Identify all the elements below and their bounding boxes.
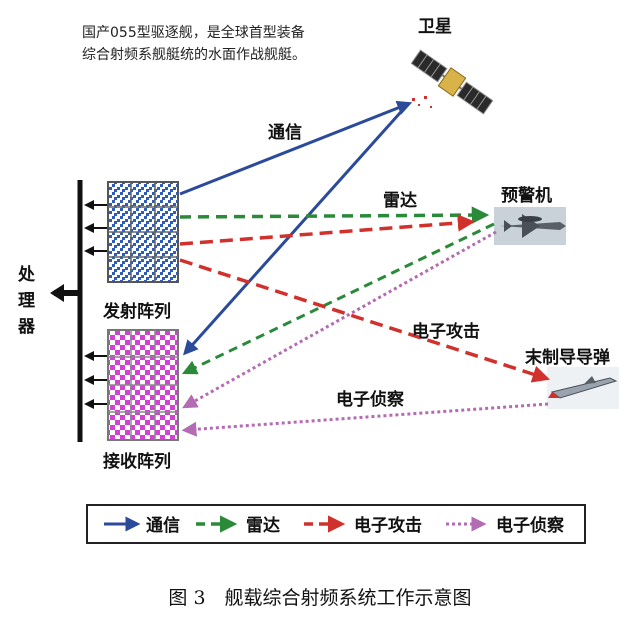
satellite-icon xyxy=(410,49,494,115)
esm-links xyxy=(181,230,549,437)
aew-aircraft-label: 预警机 xyxy=(501,186,552,206)
tx-array xyxy=(107,181,179,283)
note-text: 国产055型驱逐舰，是全球首型装备 综合射频系舰艇统的水面作战舰艇。 xyxy=(82,22,306,66)
legend-label-ecm: 电子攻击 xyxy=(354,516,422,536)
ecm-links xyxy=(179,214,550,383)
figure-caption: 图 3 舰载综合射频系统工作示意图 xyxy=(168,587,472,609)
note-line-1: 国产055型驱逐舰，是全球首型装备 xyxy=(82,25,305,41)
processor-bus xyxy=(50,180,83,442)
ecm-attack-label: 电子攻击 xyxy=(412,322,480,342)
tx-array-label: 发射阵列 xyxy=(103,302,171,322)
legend-label-esm: 电子侦察 xyxy=(496,516,564,536)
processor-label: 处 理 器 xyxy=(18,265,35,337)
legend xyxy=(86,504,586,544)
satellite-signal-dots xyxy=(412,96,432,108)
esm-recon-label: 电子侦察 xyxy=(336,390,404,410)
missile-label: 末制导导弹 xyxy=(525,348,610,368)
rx-array xyxy=(107,329,179,441)
rx-bus-arrows xyxy=(84,351,108,409)
comm-links xyxy=(179,100,413,356)
tx-bus-arrows xyxy=(84,200,108,256)
legend-label-radar: 雷达 xyxy=(246,516,280,536)
radar-links xyxy=(179,206,495,375)
legend-label-comm: 通信 xyxy=(146,516,180,536)
missile-icon xyxy=(547,367,619,409)
satellite-label: 卫星 xyxy=(418,17,452,37)
rx-array-label: 接收阵列 xyxy=(103,452,171,472)
note-line-2: 综合射频系舰艇统的水面作战舰艇。 xyxy=(82,47,306,63)
radar-link-label: 雷达 xyxy=(383,191,417,211)
aew-aircraft-icon xyxy=(494,207,566,245)
comm-link-label: 通信 xyxy=(268,123,302,143)
